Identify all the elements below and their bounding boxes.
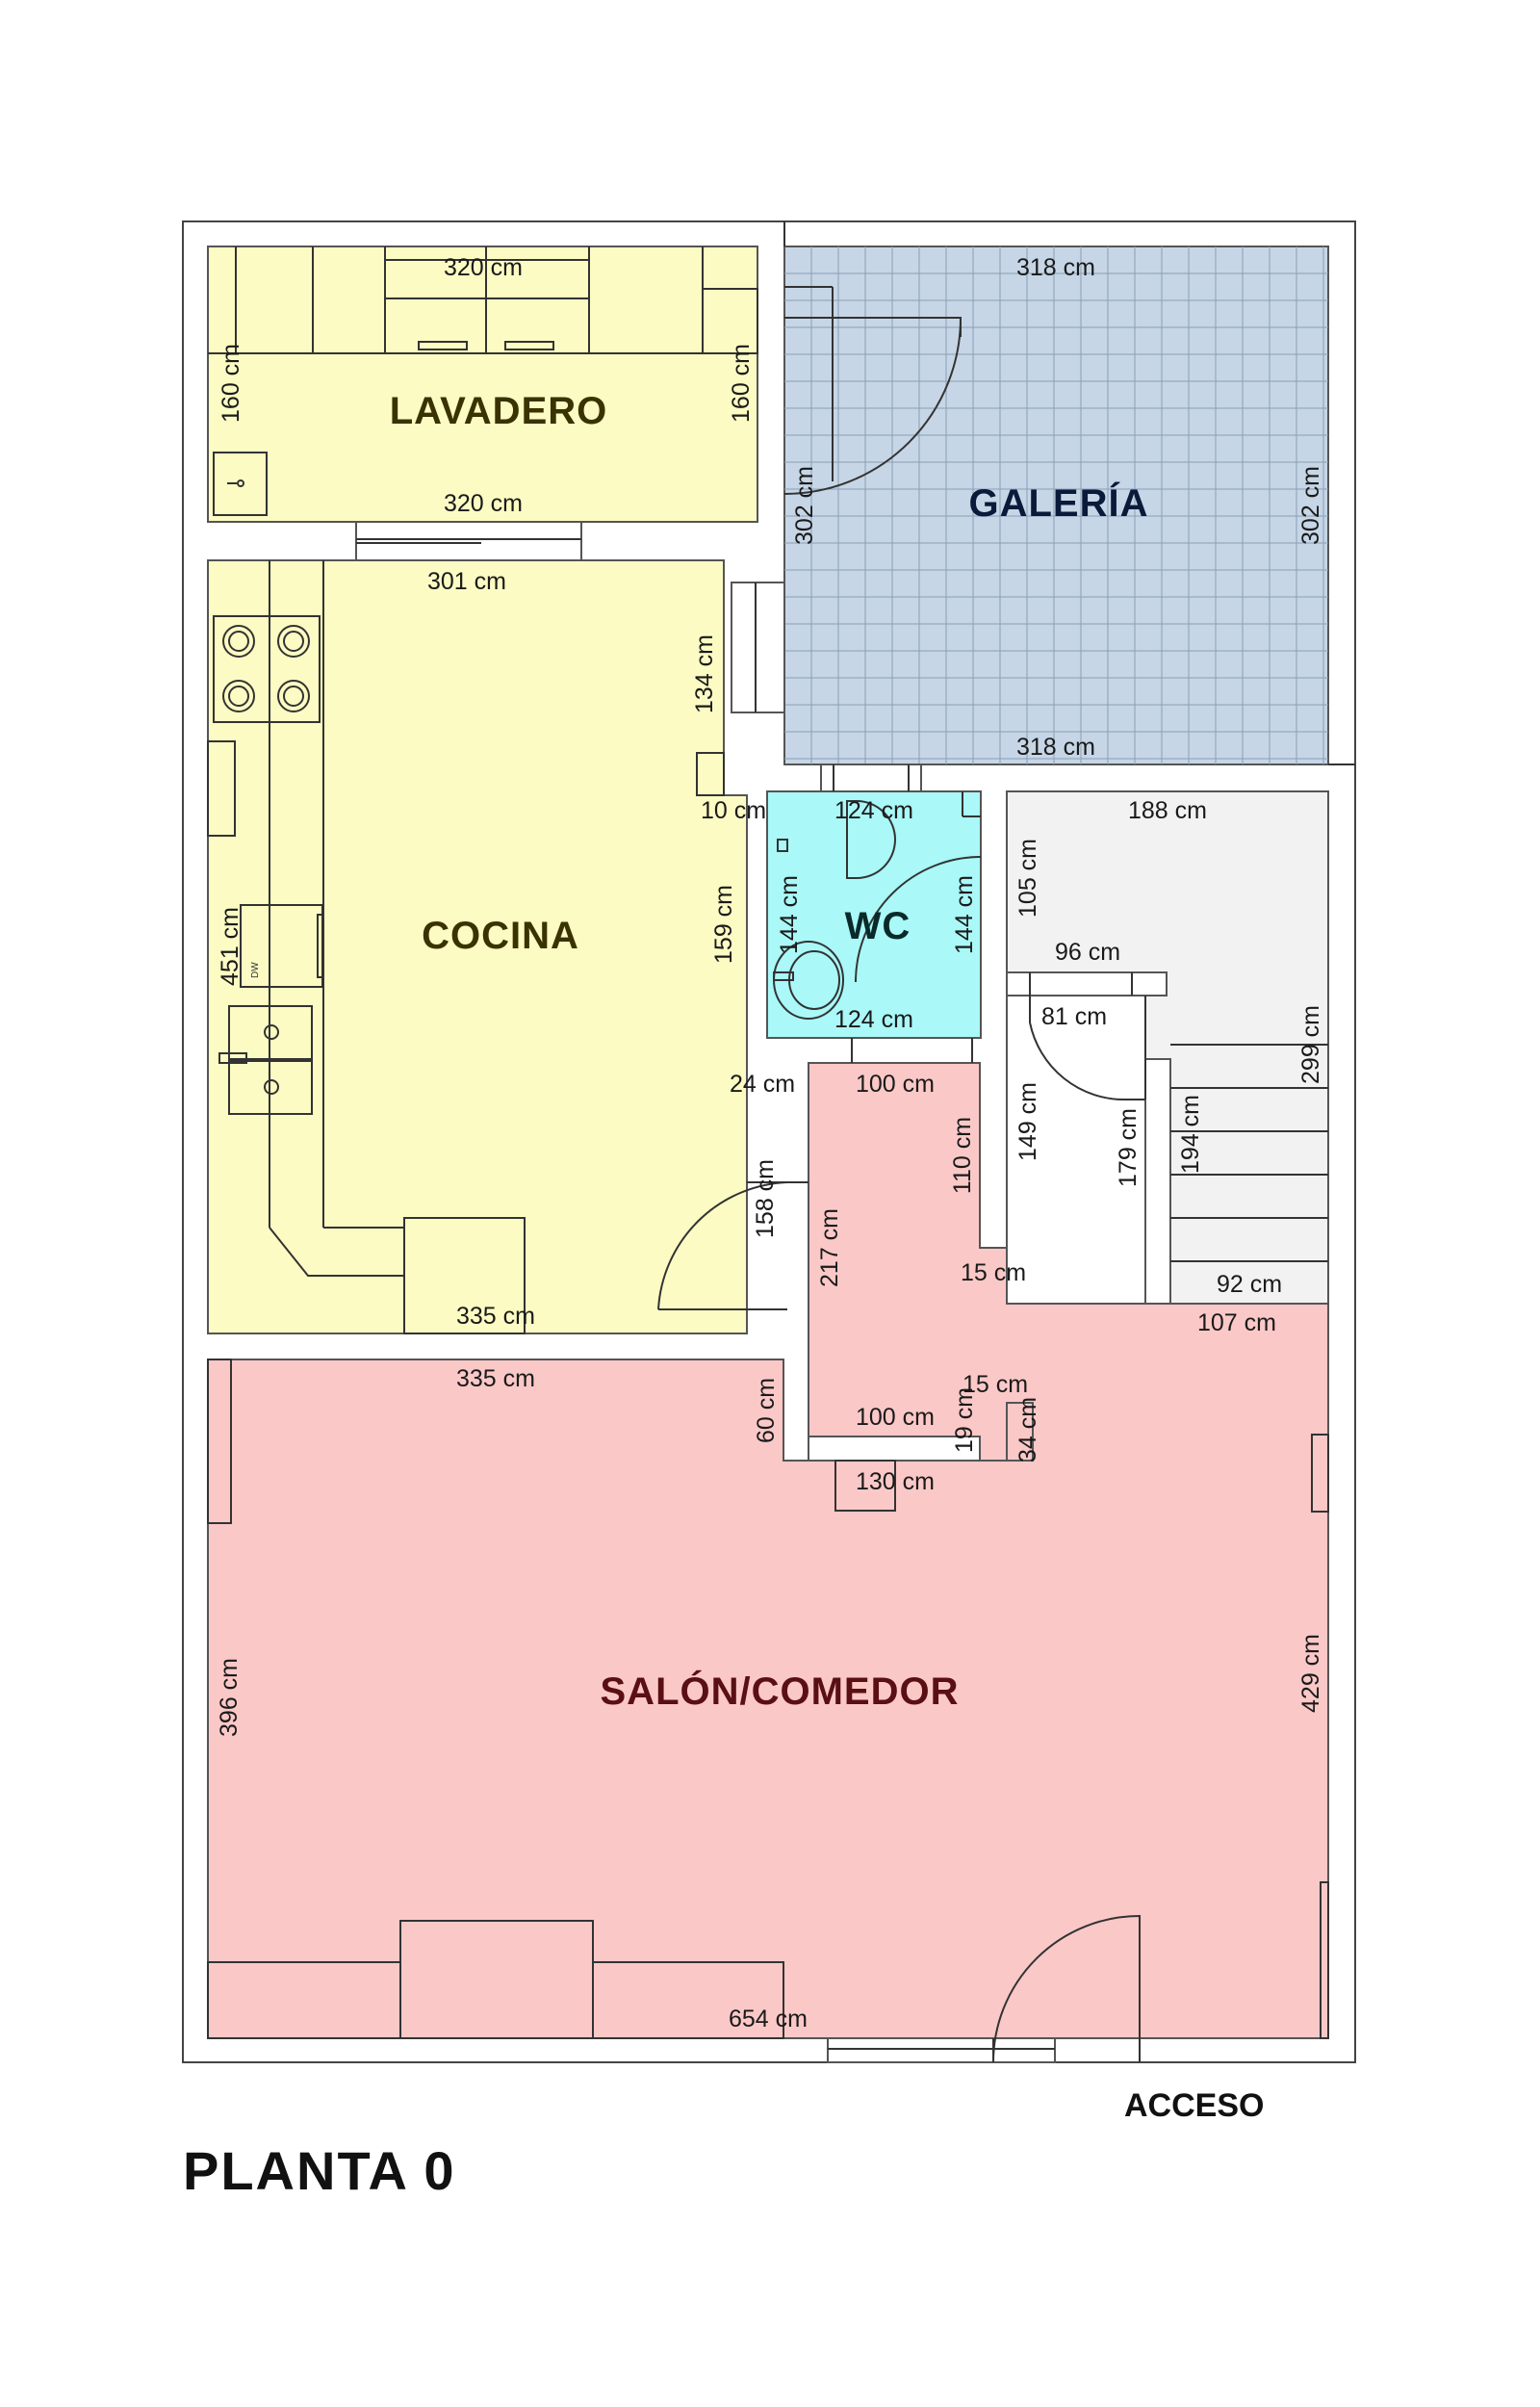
dim-hall-110: 110 cm bbox=[949, 1117, 976, 1194]
room-label-cocina: COCINA bbox=[422, 915, 579, 957]
svg-text:DW: DW bbox=[250, 962, 261, 978]
dim-galeria-bottom: 318 cm bbox=[1016, 734, 1095, 761]
galeria-tile-grid bbox=[784, 246, 1328, 764]
dim-stairs-92: 92 cm bbox=[1217, 1271, 1282, 1298]
dim-stairs-105: 105 cm bbox=[1014, 839, 1041, 918]
room-label-wc: WC bbox=[845, 905, 911, 947]
dim-hall-15-a: 15 cm bbox=[961, 1259, 1026, 1286]
dim-galeria-left: 302 cm bbox=[791, 466, 818, 545]
openings bbox=[355, 221, 1355, 2063]
dim-lavadero-right: 160 cm bbox=[728, 344, 755, 423]
dim-stairs-299: 299 cm bbox=[1297, 1005, 1324, 1084]
dim-cocina-bottom: 335 cm bbox=[456, 1303, 535, 1330]
outer-boundary bbox=[182, 220, 1356, 2063]
dim-lavadero-left: 160 cm bbox=[218, 344, 244, 423]
dim-hall-100-bottom: 100 cm bbox=[856, 1404, 935, 1431]
dim-lavadero-bottom: 320 cm bbox=[444, 490, 523, 517]
room-label-galeria: GALERÍA bbox=[969, 481, 1149, 525]
dim-cocina-24: 24 cm bbox=[730, 1071, 795, 1098]
wc-area bbox=[766, 790, 982, 1039]
dim-cocina-451: 451 cm bbox=[217, 907, 244, 986]
lavadero-area bbox=[207, 246, 758, 523]
dim-cocina-134: 134 cm bbox=[691, 634, 718, 713]
room-label-salon: SALÓN/COMEDOR bbox=[601, 1669, 960, 1713]
dim-cocina-159: 159 cm bbox=[710, 885, 737, 964]
stairs-fixtures bbox=[1006, 971, 1328, 1305]
dim-hall-100-top: 100 cm bbox=[856, 1071, 935, 1098]
dim-stairs-96: 96 cm bbox=[1055, 939, 1120, 966]
dim-hall-149: 149 cm bbox=[1014, 1082, 1041, 1161]
salon-fixtures bbox=[207, 1359, 1329, 2063]
dim-cocina-10: 10 cm bbox=[701, 797, 766, 824]
dim-hall-60: 60 cm bbox=[753, 1378, 780, 1443]
dim-hall-34: 34 cm bbox=[1014, 1397, 1041, 1462]
dim-wc-left: 144 cm bbox=[776, 875, 803, 954]
dim-stairs-188: 188 cm bbox=[1128, 797, 1207, 824]
dim-hall-217: 217 cm bbox=[816, 1208, 843, 1287]
dim-hall-179: 179 cm bbox=[1115, 1108, 1142, 1187]
dim-wc-right: 144 cm bbox=[951, 875, 978, 954]
room-labels: LAVADERO GALERÍA COCINA WC SALÓN/COMEDOR bbox=[390, 390, 1149, 1713]
lavadero-fixtures bbox=[208, 246, 962, 516]
dim-stairs-81: 81 cm bbox=[1041, 1003, 1107, 1030]
dim-stairs-107: 107 cm bbox=[1197, 1309, 1276, 1336]
hall-clearance bbox=[808, 1436, 981, 1462]
dim-cocina-top: 301 cm bbox=[427, 568, 506, 595]
dim-galeria-top: 318 cm bbox=[1016, 254, 1095, 281]
dim-salon-bottom: 654 cm bbox=[729, 2006, 808, 2032]
dim-stairs-194: 194 cm bbox=[1177, 1095, 1204, 1174]
dim-hall-15-b: 15 cm bbox=[962, 1371, 1028, 1398]
dim-hall-19: 19 cm bbox=[951, 1387, 978, 1453]
cocina-area bbox=[207, 559, 748, 1334]
dim-wc-top: 124 cm bbox=[834, 797, 913, 824]
dim-cocina-158: 158 cm bbox=[752, 1159, 779, 1238]
dim-salon-right: 429 cm bbox=[1297, 1634, 1324, 1713]
plan-title: PLANTA 0 bbox=[183, 2140, 456, 2201]
dimension-labels: 320 cm 320 cm 318 cm 318 cm 301 cm 10 cm… bbox=[216, 254, 1324, 2032]
dim-salon-left: 396 cm bbox=[216, 1658, 243, 1737]
dim-galeria-right: 302 cm bbox=[1297, 466, 1324, 545]
access-label: ACCESO bbox=[1124, 2087, 1265, 2124]
cocina-fixtures: DW bbox=[207, 560, 808, 1334]
dim-salon-top: 335 cm bbox=[456, 1365, 535, 1392]
dim-hall-130: 130 cm bbox=[856, 1468, 935, 1495]
dim-lavadero-top: 320 cm bbox=[444, 254, 523, 281]
room-label-lavadero: LAVADERO bbox=[390, 390, 608, 432]
dim-wc-bottom: 124 cm bbox=[834, 1006, 913, 1033]
wc-fixtures bbox=[773, 791, 982, 1063]
